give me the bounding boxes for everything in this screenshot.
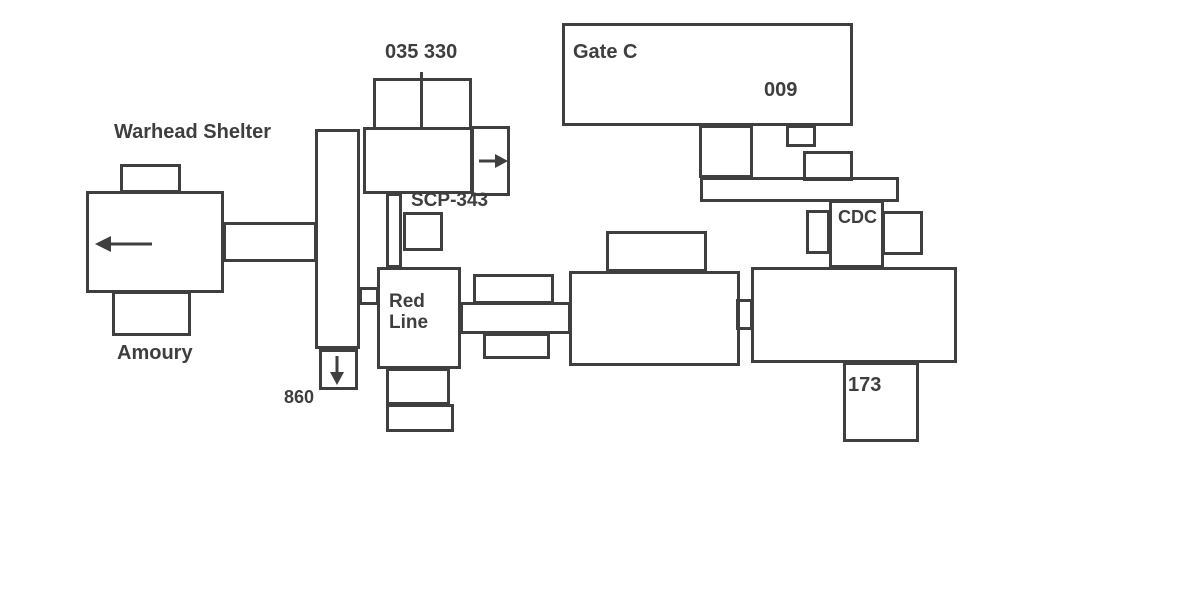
cdc-label: CDC [838,207,877,227]
room-860-box [319,349,358,390]
divider-tick [420,72,423,79]
checkpoint-035-330-label: 035 330 [385,41,458,63]
arrow-left-icon [95,236,152,252]
arrow-down-icon [330,356,344,385]
room-173-label: 173 [848,374,882,396]
gate-c-south-box [699,125,753,178]
gate-c-room [562,23,853,126]
room-173-box [843,362,919,442]
corridor-343 [386,193,402,268]
gate-c-label: Gate C [573,41,638,63]
central-room-north-box [606,231,707,272]
amoury-room [112,291,191,336]
scp-343-room [403,212,443,251]
redline-south-box-1 [386,368,450,405]
warhead-shelter-label: Warhead Shelter [114,121,272,143]
redline-south-box-2 [386,404,454,432]
checkpoint-main-room [363,127,473,194]
east-room [751,267,957,363]
cdc-east-box [882,211,923,255]
room-009-box [786,125,816,147]
red-line-label: Red Line [389,291,429,333]
checkpoint-top-left-box [373,78,423,130]
scp-343-label: SCP-343 [411,190,489,211]
warhead-corridor [223,222,317,262]
room-860-label: 860 [284,387,315,407]
cdc-west-box [806,210,830,254]
central-corridor [460,302,571,334]
central-south-box [483,333,550,359]
checkpoint-top-right-box [420,78,472,130]
redline-west-connector [359,287,379,305]
gate-c-corridor [700,177,899,202]
central-room [569,271,740,366]
arrow-right-icon [479,154,508,168]
red-line-room [377,267,461,369]
room-009-label: 009 [764,79,798,101]
warhead-top-box [120,164,181,193]
central-north-box [473,274,554,304]
amoury-label: Amoury [117,342,193,364]
main-vertical-corridor [315,129,360,349]
checkpoint-east-room [471,126,510,196]
